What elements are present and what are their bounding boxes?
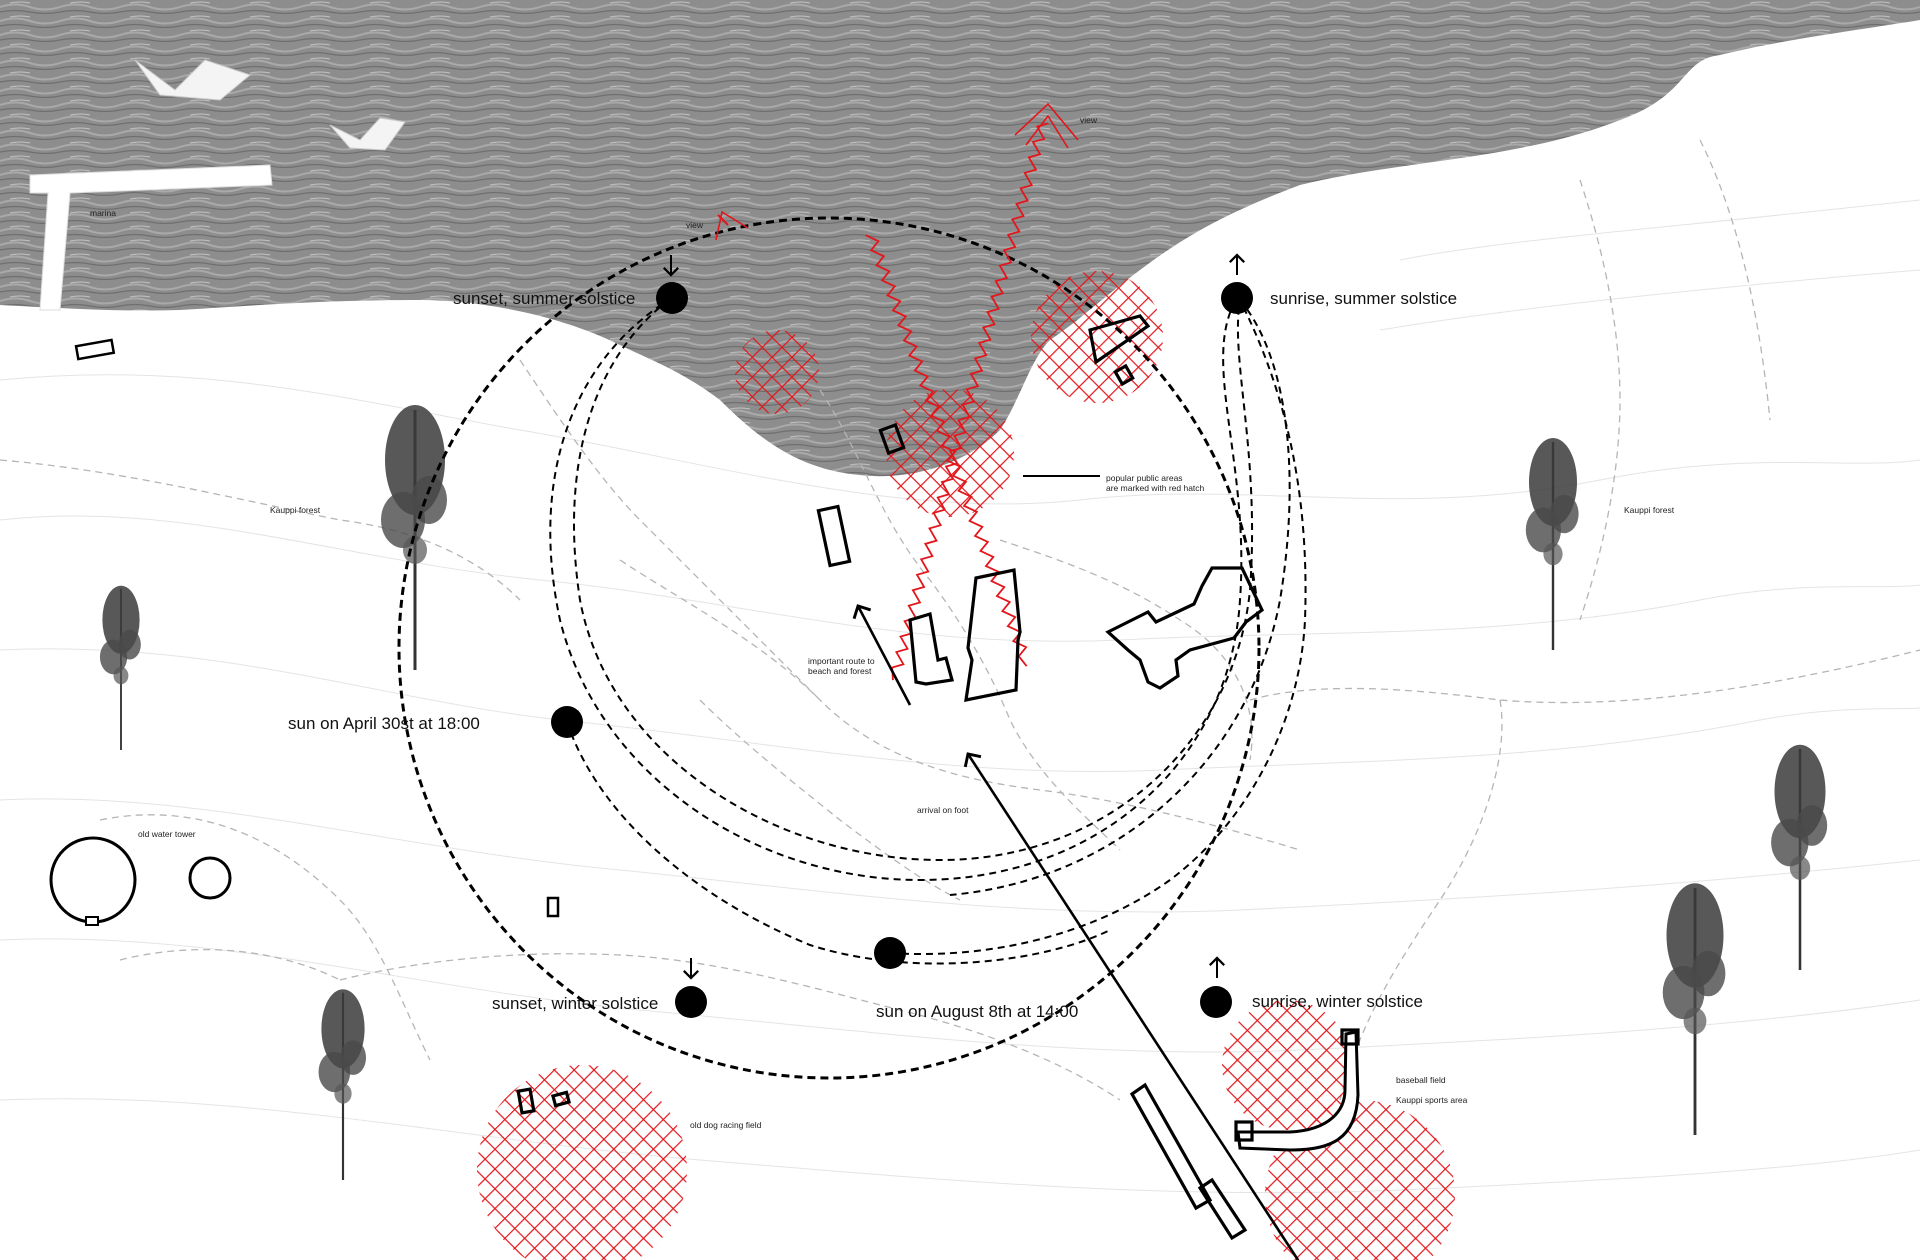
old-water-tower (49, 836, 560, 926)
label-sunrise-winter: sunrise, winter solstice (1252, 992, 1423, 1011)
label-route-2: beach and forest (808, 666, 872, 676)
marina-pier (29, 164, 273, 361)
label-view-left: view (686, 220, 704, 230)
sun-sunset-winter (675, 986, 707, 1018)
label-view-right: view (1080, 115, 1098, 125)
label-sunrise-summer: sunrise, summer solstice (1270, 289, 1457, 308)
paper-boats (134, 59, 406, 151)
label-kauppi-forest-left: Kauppi forest (270, 505, 321, 515)
trees (98, 403, 1829, 1182)
label-sunset-winter: sunset, winter solstice (492, 994, 658, 1013)
sun-sunset-summer (656, 282, 688, 314)
label-arrival: arrival on foot (917, 805, 969, 815)
label-sports-area: Kauppi sports area (1396, 1095, 1468, 1105)
label-dog-field: old dog racing field (690, 1120, 762, 1130)
label-public-areas-1: popular public areas (1106, 473, 1183, 483)
sun-markers (551, 253, 1253, 1018)
label-sun-april: sun on April 30st at 18:00 (288, 714, 480, 733)
label-public-areas-2: are marked with red hatch (1106, 483, 1205, 493)
contour-lines (0, 199, 1920, 1194)
footpaths (0, 139, 1920, 1101)
label-old-water-tower: old water tower (138, 829, 196, 839)
sun-sunrise-summer (1221, 282, 1253, 314)
buildings (516, 314, 1360, 1241)
view-lines (715, 102, 1079, 681)
label-baseball: baseball field (1396, 1075, 1446, 1085)
sun-april (551, 706, 583, 738)
label-sunset-summer: sunset, summer solstice (453, 289, 635, 308)
label-route-1: important route to (808, 656, 875, 666)
label-sun-august: sun on August 8th at 14:00 (876, 1002, 1078, 1021)
sun-august (874, 937, 906, 969)
sun-paths (397, 216, 1307, 1080)
sun-sunrise-winter (1200, 986, 1232, 1018)
label-kauppi-forest-right: Kauppi forest (1624, 505, 1675, 515)
label-marina: marina (90, 208, 116, 218)
route-arrows (852, 604, 1300, 1260)
public-areas-hatch (477, 271, 1455, 1260)
